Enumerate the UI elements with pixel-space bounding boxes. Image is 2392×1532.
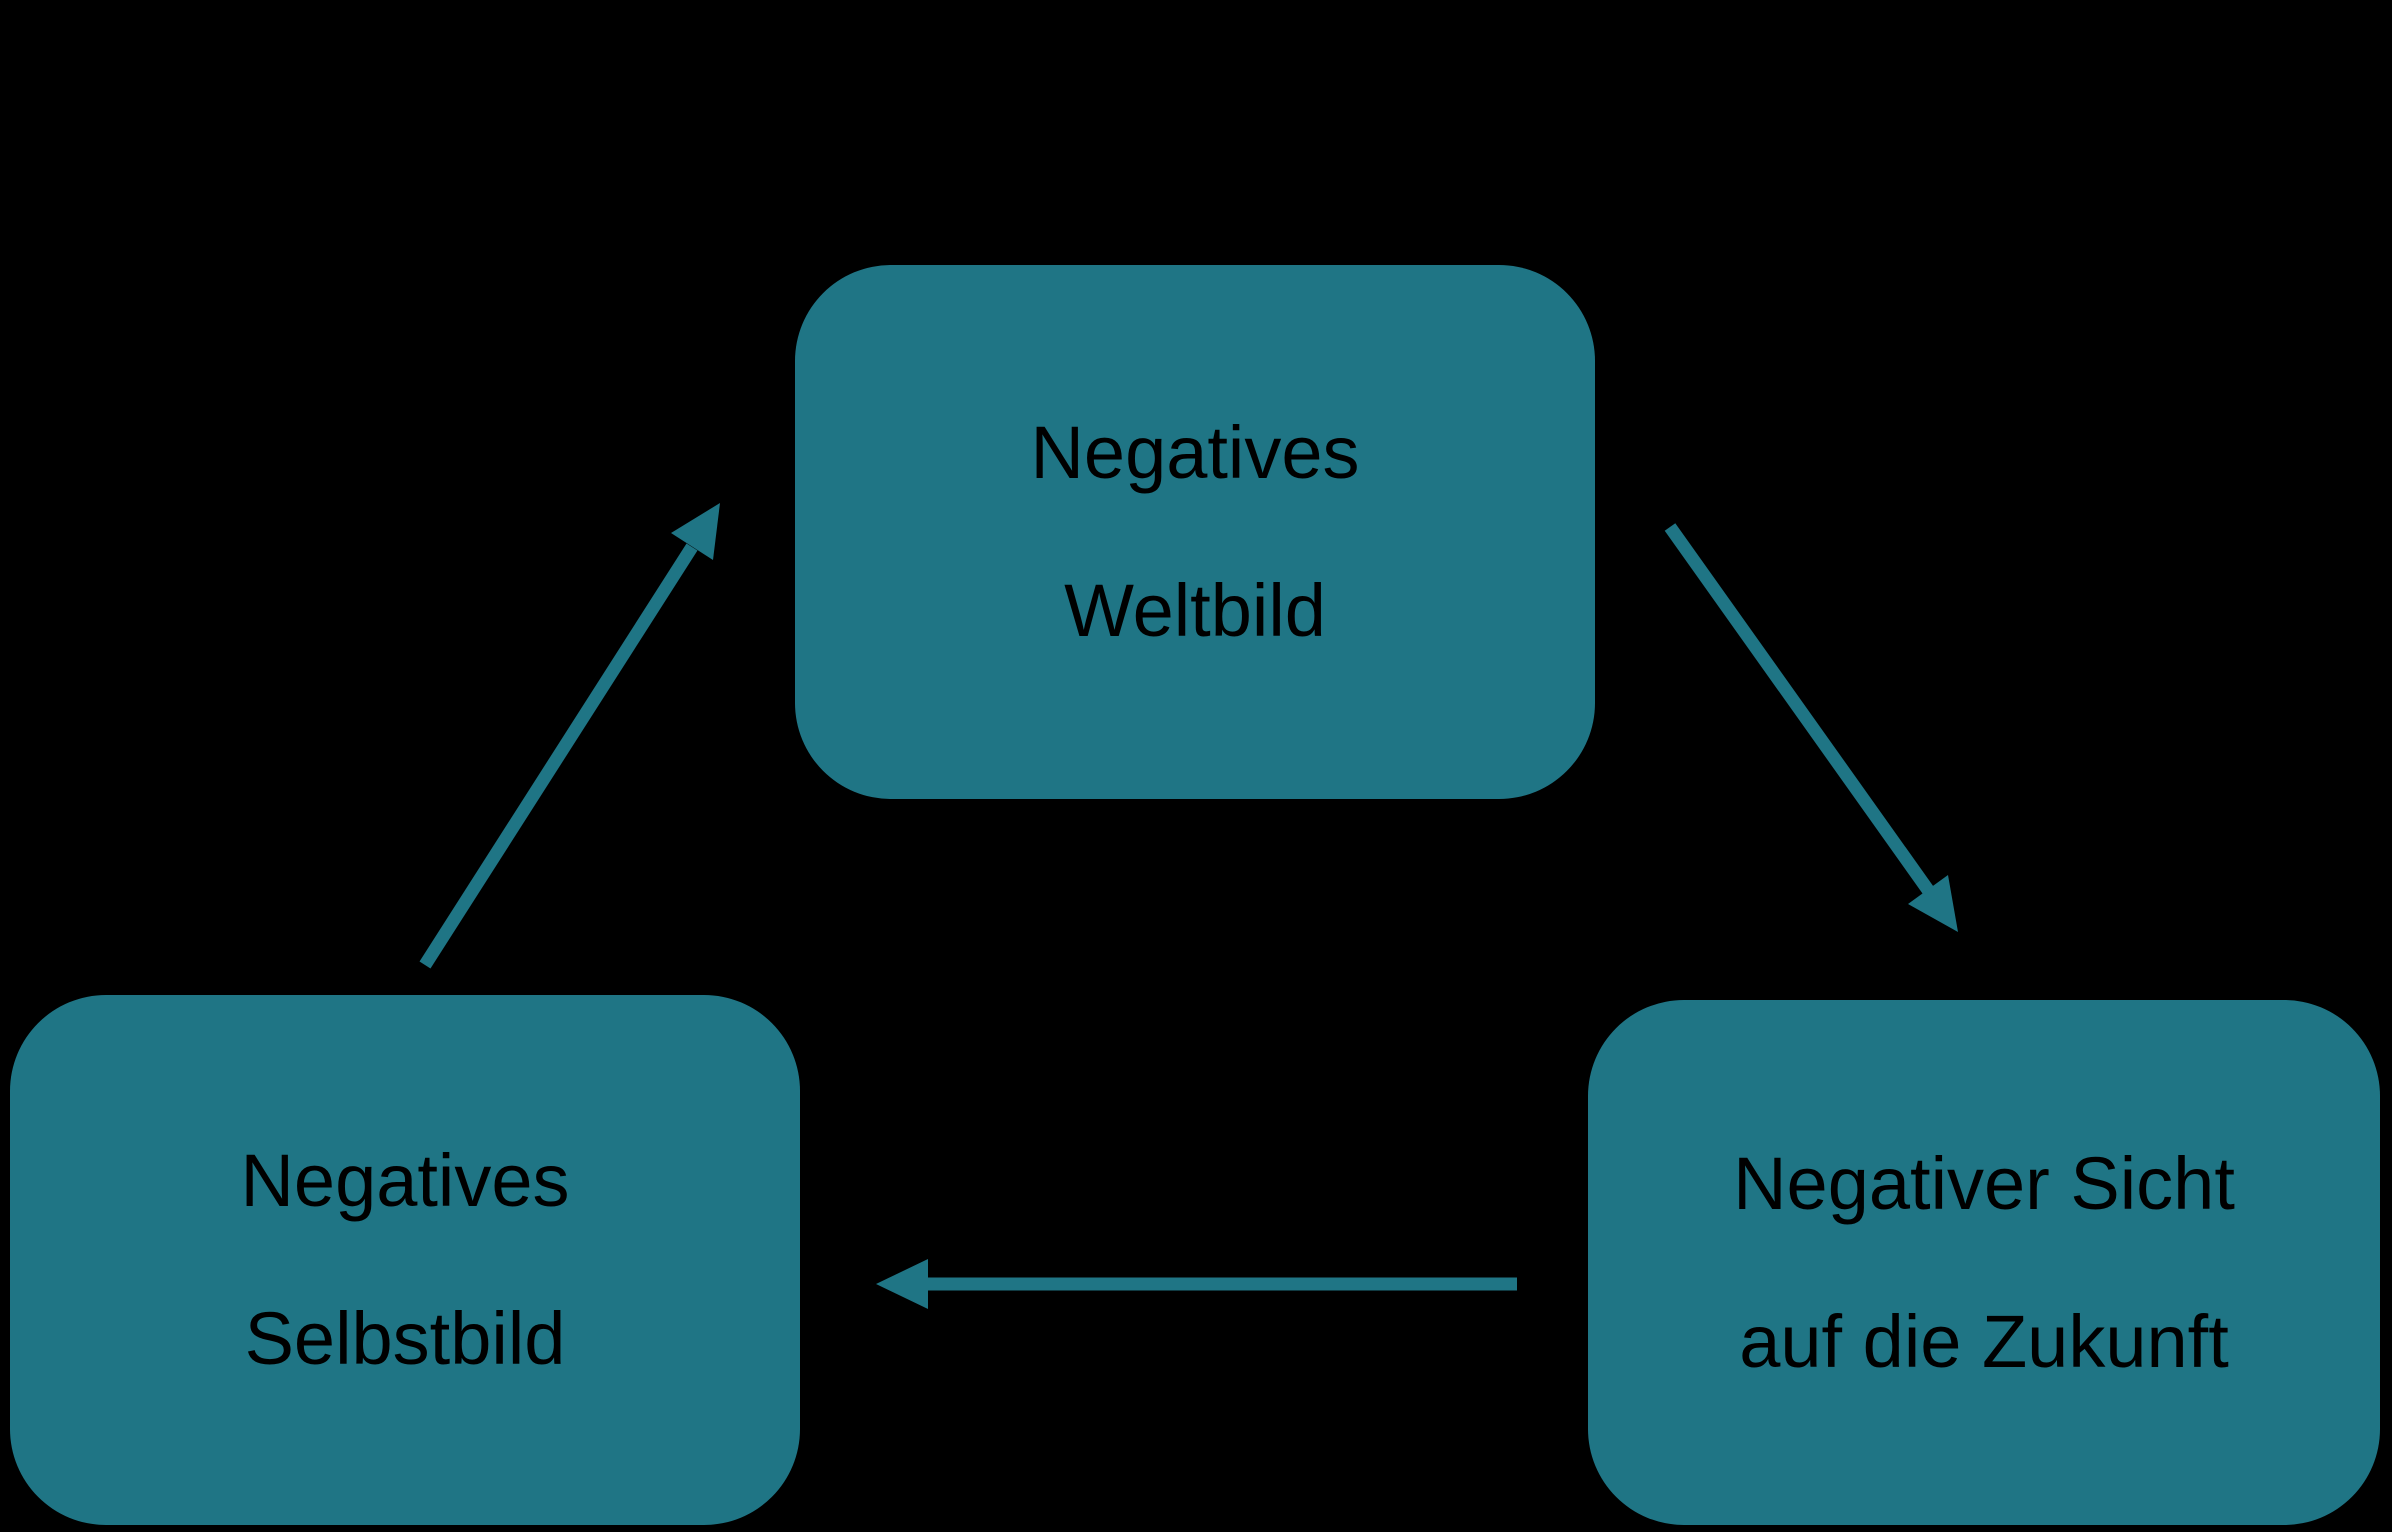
node-label-line: Negatives bbox=[1030, 411, 1360, 494]
node-label-line: Negatives bbox=[240, 1139, 570, 1222]
arrow-shaft bbox=[419, 543, 698, 969]
node-negatives-selbstbild: Negatives Selbstbild bbox=[10, 995, 800, 1525]
arrow-zukunft-to-selbstbild bbox=[876, 1259, 1517, 1309]
node-negatives-weltbild: Negatives Weltbild bbox=[795, 265, 1595, 799]
arrow-selbstbild-to-weltbild bbox=[419, 503, 720, 969]
arrowhead-icon bbox=[671, 503, 720, 560]
node-label-line: auf die Zukunft bbox=[1739, 1299, 2229, 1383]
arrowhead-icon bbox=[1908, 875, 1958, 932]
node-label-line: Weltbild bbox=[1064, 569, 1326, 652]
arrow-weltbild-to-zukunft bbox=[1664, 523, 1958, 932]
node-label-line: Selbstbild bbox=[244, 1297, 566, 1380]
node-negativer-sicht-zukunft: Negativer Sicht auf die Zukunft bbox=[1588, 1000, 2380, 1525]
arrow-shaft bbox=[1664, 523, 1934, 894]
arrowhead-icon bbox=[876, 1259, 928, 1309]
node-label-line: Negativer Sicht bbox=[1733, 1141, 2235, 1225]
